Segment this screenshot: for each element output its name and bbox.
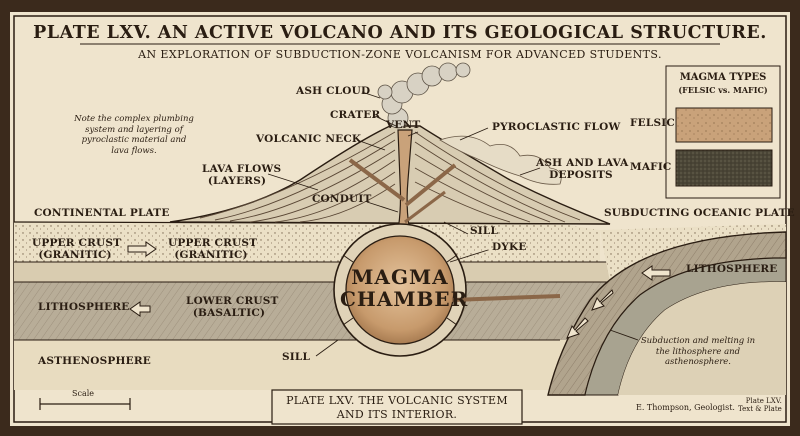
label-vent: VENT [386, 119, 421, 131]
note-subduction: Subduction and melting in the lithospher… [640, 336, 756, 368]
label-pyroclastic-flow: PYROCLASTIC FLOW [492, 121, 621, 133]
legend-swatch-mafic [675, 149, 773, 187]
plate-caption: PLATE LXV. THE VOLCANIC SYSTEM AND ITS I… [286, 394, 508, 422]
legend-title: MAGMA TYPES [679, 72, 767, 83]
label-upper-crust-mid: UPPER CRUST (GRANITIC) [168, 237, 258, 261]
lower-crust-band [14, 262, 620, 282]
legend-swatch-felsic [675, 107, 773, 143]
label-asthenosphere: ASTHENOSPHERE [38, 355, 151, 367]
credit: E. Thompson, Geologist. [636, 403, 735, 412]
label-dyke: DYKE [492, 241, 527, 253]
label-continental-plate: CONTINENTAL PLATE [34, 207, 170, 219]
legend-label-mafic: MAFIC [630, 161, 672, 173]
label-ash-lava-deposits: ASH AND LAVA DEPOSITS [536, 157, 629, 181]
label-lithosphere-right: LITHOSPHERE [686, 263, 778, 275]
label-crater: CRATER [330, 109, 381, 121]
scale-bar [39, 398, 131, 410]
plate-subtitle: AN EXPLORATION OF SUBDUCTION-ZONE VOLCAN… [138, 48, 662, 61]
label-conduit: CONDUIT [312, 193, 372, 205]
caption-box [271, 389, 523, 425]
label-upper-crust-left: UPPER CRUST (GRANITIC) [32, 237, 122, 261]
scale-label: Scale [72, 389, 95, 398]
legend-box [665, 65, 781, 199]
magma-chamber [345, 235, 455, 345]
pyroclastic-flow-cloud [439, 135, 562, 185]
label-lava-flows: LAVA FLOWS (LAYERS) [202, 163, 282, 187]
label-subducting-oceanic-plate: SUBDUCTING OCEANIC PLATE [604, 207, 795, 219]
legend-subtitle: (FELSIC vs. MAFIC) [678, 85, 768, 95]
label-magma-chamber: MAGMA CHAMBER [340, 265, 469, 311]
note-plumbing: Note the complex plumbing system and lay… [74, 114, 194, 156]
label-sill-lower: SILL [282, 351, 311, 363]
label-volcanic-neck: VOLCANIC NECK [256, 133, 362, 145]
label-lower-crust: LOWER CRUST (BASALTIC) [186, 295, 279, 319]
legend-label-felsic: FELSIC [630, 117, 675, 129]
plate-title: PLATE LXV. AN ACTIVE VOLCANO AND ITS GEO… [33, 23, 767, 43]
label-lithosphere-left: LITHOSPHERE [38, 301, 130, 313]
plate-tag: Plate LXV. Text & Plate [738, 397, 782, 413]
label-sill-upper: SILL [470, 225, 499, 237]
ash-cloud [377, 62, 471, 129]
label-ash-cloud: ASH CLOUD [296, 85, 371, 97]
